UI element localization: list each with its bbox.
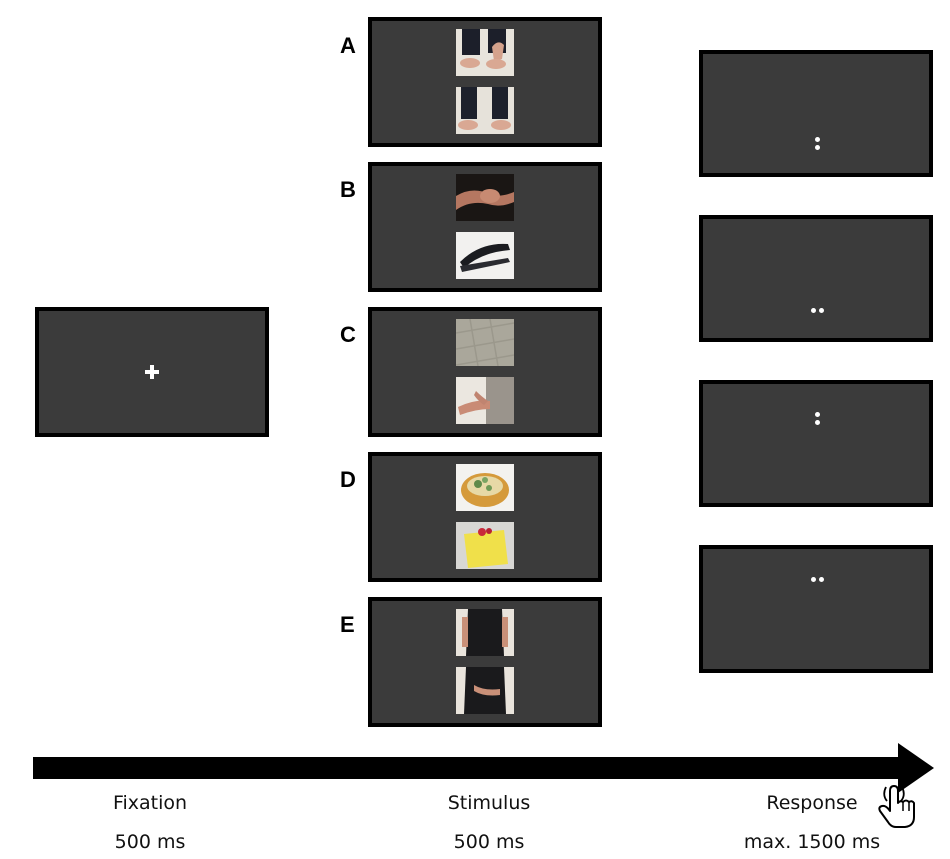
- response-dot: [819, 577, 824, 582]
- response-dot: [815, 420, 820, 425]
- arm-touching-photo: [456, 377, 514, 424]
- torso-black-shirt-photo: [456, 609, 514, 656]
- panel-label-e: E: [340, 612, 355, 637]
- fixation-cross-icon: [145, 365, 159, 379]
- response-duration: max. 1500 ms: [743, 831, 881, 853]
- panel-label-b: B: [340, 177, 356, 202]
- response-screen-4: [699, 545, 933, 673]
- hand-grasping-wrist-photo: [456, 174, 514, 221]
- response-screen-3: [699, 380, 933, 507]
- response-dot: [815, 412, 820, 417]
- response-dot: [815, 145, 820, 150]
- timeline-arrowhead: [898, 743, 934, 793]
- stimulus-screen-e: [368, 597, 602, 727]
- response-label: Response: [766, 792, 858, 814]
- panel-label-d: D: [340, 467, 356, 492]
- stimulus-screen-b: [368, 162, 602, 292]
- response-screen-2: [699, 215, 933, 342]
- torso-hand-on-back-photo: [456, 667, 514, 714]
- stapler-photo: [456, 232, 514, 279]
- stimulus-label: Stimulus: [447, 792, 531, 814]
- response-dot: [811, 308, 816, 313]
- sticky-note-photo: [456, 522, 514, 569]
- response-screen-1: [699, 50, 933, 177]
- fixation-duration: 500 ms: [114, 831, 186, 853]
- panel-label-a: A: [340, 33, 356, 58]
- tile-floor-photo: [456, 319, 514, 366]
- response-dot: [819, 308, 824, 313]
- stimulus-screen-d: [368, 452, 602, 582]
- feet-standing-photo: [456, 87, 514, 134]
- fixation-screen: [35, 307, 269, 437]
- response-dot: [811, 577, 816, 582]
- pointing-hand-icon: [878, 785, 915, 828]
- response-dot: [815, 137, 820, 142]
- stimulus-screen-a: [368, 17, 602, 147]
- bare-feet-photo: [456, 29, 514, 76]
- stimulus-duration: 500 ms: [453, 831, 525, 853]
- moldy-bread-photo: [456, 464, 514, 511]
- fixation-label: Fixation: [112, 792, 188, 814]
- panel-label-c: C: [340, 322, 356, 347]
- timeline-arrow-shaft: [33, 757, 903, 779]
- stimulus-screen-c: [368, 307, 602, 437]
